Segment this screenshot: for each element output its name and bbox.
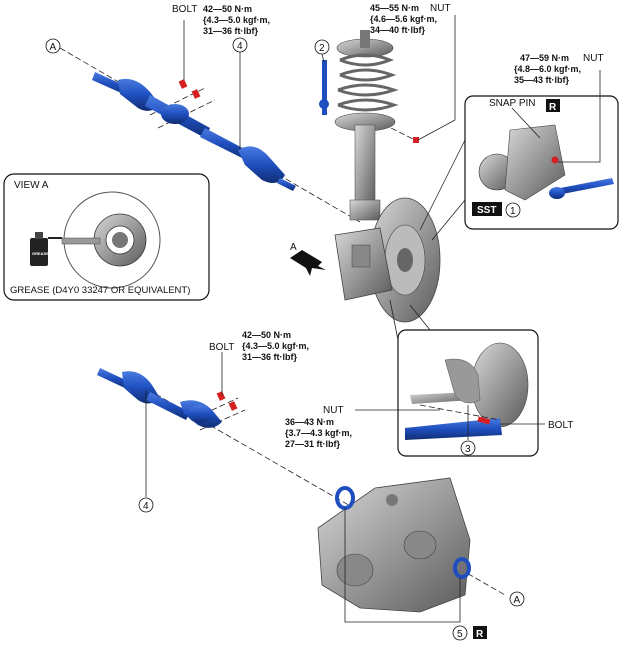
strut-nut-torque-2: {4.6—5.6 kgf·m, — [370, 14, 437, 24]
callout-2: 2 — [319, 43, 325, 54]
seal-r-label: R — [476, 629, 484, 640]
lower-shaft-bolts — [216, 391, 238, 411]
grease-spec: GREASE (D4Y0 33247 OR EQUIVALENT) — [10, 285, 190, 296]
ball-joint-axis — [419, 404, 501, 421]
bolt-top-label: BOLT — [172, 4, 197, 15]
callout-2-leader — [321, 53, 325, 63]
tie-rod — [549, 178, 614, 199]
strut-nut-torque-1: 45—55 N·m — [370, 3, 419, 13]
snap-pin-r-label: R — [549, 102, 557, 113]
bolt-mid-torque-2: {4.3—5.0 kgf·m, — [242, 341, 309, 351]
callout-4-top-circle — [232, 37, 248, 53]
view-a-arrow-label: A — [290, 242, 297, 253]
seal-r-tag — [473, 626, 487, 639]
circle-a-marker-bottom — [509, 591, 525, 607]
transaxle — [317, 477, 471, 613]
strut-nut-axis — [374, 119, 416, 141]
upper-shaft-bolts — [178, 79, 201, 99]
snap-pin-label: SNAP PIN — [489, 98, 536, 109]
lower-nut-torque-1: 36—43 N·m — [285, 417, 334, 427]
bolt-mid-axis-2 — [199, 409, 246, 431]
strut-assembly — [334, 30, 399, 221]
grease-can-label: GREASE — [32, 251, 49, 256]
view-a-title: VIEW A — [14, 180, 49, 191]
grease-can — [30, 232, 62, 266]
tie-rod-nut-label: NUT — [583, 53, 604, 64]
knuckle-brake-assembly — [334, 197, 441, 323]
lower-nut-torque-3: 27—31 ft·lbf} — [285, 439, 341, 449]
bolt-mid-axis — [194, 397, 239, 419]
sst-tag — [472, 202, 502, 216]
upper-drive-shaft — [92, 72, 296, 191]
callout-1-circle — [505, 202, 521, 218]
circle-a-label-top: A — [50, 42, 57, 53]
strut-nut — [413, 137, 419, 143]
bolt-mid-label: BOLT — [209, 342, 234, 353]
bolt-top-torque-2: {4.3—5.0 kgf·m, — [203, 15, 270, 25]
callout-4-bottom: 4 — [143, 501, 149, 512]
strut-nut-leader — [417, 15, 456, 141]
ball-joint-inset-connector — [389, 299, 399, 341]
bolt-top-torque-3: 31—36 ft·lbf} — [203, 26, 259, 36]
tie-rod-inset-connector-2 — [431, 199, 466, 241]
ball-joint-inset-parts — [405, 342, 529, 440]
callout-4-bottom-circle — [138, 497, 154, 513]
strut-nut-label: NUT — [430, 3, 451, 14]
callout-1: 1 — [510, 206, 516, 217]
bolt-mid-torque-1: 42—50 N·m — [242, 330, 291, 340]
view-a-hub — [61, 191, 161, 289]
tie-rod-nut-leader — [558, 70, 601, 163]
lower-drive-shaft — [97, 368, 222, 428]
tie-rod-nut-torque-3: 35—43 ft·lbf} — [514, 75, 570, 85]
callout-5-circle — [452, 625, 468, 641]
callout-5: 5 — [457, 629, 463, 640]
tie-rod-inset-connector — [419, 139, 466, 231]
stabilizer-link — [319, 60, 329, 115]
strut-nut-torque-3: 34—40 ft·lbf} — [370, 25, 426, 35]
callout-3-circle — [460, 440, 476, 456]
tie-rod-nut-torque-1: 47—59 N·m — [520, 53, 569, 63]
tie-rod-inset-knuckle — [478, 124, 566, 201]
snap-pin-r-tag — [546, 99, 560, 112]
callout-2-circle — [314, 39, 330, 55]
sst-tag-label: SST — [477, 205, 496, 216]
tie-rod-nut-torque-2: {4.8—6.0 kgf·m, — [514, 64, 581, 74]
snap-pin-leader — [511, 107, 541, 139]
tie-rod-nut — [551, 156, 559, 164]
view-a-arrow — [290, 250, 326, 276]
lower-axis-line — [139, 384, 506, 596]
lower-nut-torque-2: {3.7—4.3 kgf·m, — [285, 428, 352, 438]
bolt-mid-torque-3: 31—36 ft·lbf} — [242, 352, 298, 362]
lower-nut-label: NUT — [323, 405, 344, 416]
callout-4-top: 4 — [237, 41, 243, 52]
circle-a-marker-top — [45, 38, 61, 54]
bolt-top-torque-1: 42—50 N·m — [203, 4, 252, 14]
callout-3: 3 — [465, 444, 471, 455]
circle-a-label-bottom: A — [514, 595, 521, 606]
ball-joint-inset-connector-2 — [409, 304, 431, 331]
seal-leader — [344, 508, 461, 623]
lower-bolt-label: BOLT — [548, 420, 573, 431]
